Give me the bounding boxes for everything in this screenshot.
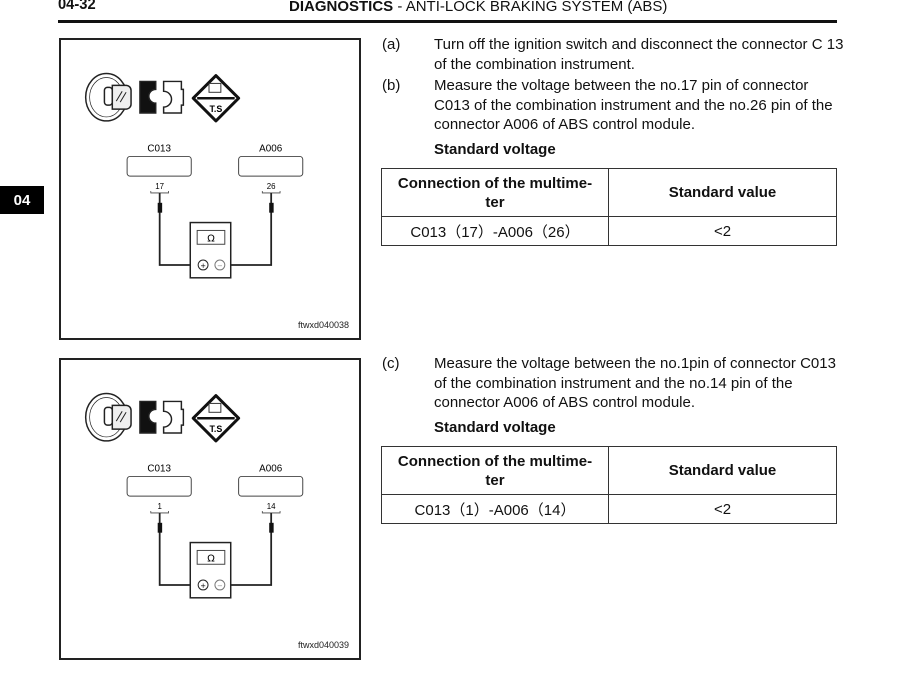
ts-label: T.S xyxy=(210,104,223,114)
column-header-value: Standard value xyxy=(608,168,837,217)
standard-voltage-heading: Standard voltage xyxy=(434,141,556,158)
wiring-diagram: T.S C013 A006 17 26 Ω + − xyxy=(84,72,304,279)
column-header-connection: Connection of the multime- ter xyxy=(381,446,609,495)
standard-voltage-table-1: Connection of the multime- ter Standard … xyxy=(381,168,837,246)
header-text: Connection of the multime- ter xyxy=(397,452,593,489)
header-text: Connection of the multime- ter xyxy=(397,174,593,211)
pin-left-bracket xyxy=(150,190,169,194)
pin-left-number: 1 xyxy=(157,502,161,511)
title-subject: - ANTI-LOCK BRAKING SYSTEM (ABS) xyxy=(393,0,668,15)
step-label: (b) xyxy=(382,77,401,94)
step-label: (c) xyxy=(382,355,400,372)
cell-value: <2 xyxy=(608,216,837,246)
multimeter-icon: Ω + − xyxy=(189,221,232,279)
cell-value: <2 xyxy=(608,494,837,524)
figure-id: ftwxd040038 xyxy=(297,320,349,330)
troubleshooting-manual-icon: T.S xyxy=(191,74,241,123)
pin-right-bracket xyxy=(261,190,281,194)
connector-left-body xyxy=(126,155,192,177)
column-header-value: Standard value xyxy=(608,446,837,495)
title-section: DIAGNOSTICS xyxy=(289,0,394,15)
table-row: C013（1）-A006（14） <2 xyxy=(381,494,837,524)
ohm-symbol: Ω xyxy=(207,233,215,244)
connector-left-label: C013 xyxy=(147,144,171,155)
page-number: 04-32 xyxy=(58,0,96,13)
connector-disconnect-icon xyxy=(139,400,185,434)
ignition-key-off-icon xyxy=(84,72,132,122)
pin-left-number: 17 xyxy=(155,182,164,191)
probe-wires xyxy=(158,192,273,266)
ignition-key-off-icon xyxy=(84,392,132,442)
step-label: (a) xyxy=(382,36,401,53)
probe-wires xyxy=(158,512,273,586)
figure-id: ftwxd040039 xyxy=(297,640,349,650)
step-text: Measure the voltage between the no.17 pi… xyxy=(434,77,833,133)
header-divider xyxy=(58,20,837,23)
minus-terminal: − xyxy=(217,582,223,590)
wiring-figure-2: T.S C013 A006 1 14 Ω + − ftwxd040039 xyxy=(59,358,361,660)
standard-voltage-table-2: Connection of the multime- ter Standard … xyxy=(381,446,837,524)
connector-right-label: A006 xyxy=(259,464,283,475)
cell-connection: C013（17）-A006（26） xyxy=(381,216,609,246)
troubleshooting-manual-icon: T.S xyxy=(191,394,241,443)
ohm-symbol: Ω xyxy=(207,553,215,564)
wiring-diagram: T.S C013 A006 1 14 Ω + − xyxy=(84,392,304,599)
connector-right-body xyxy=(238,155,304,177)
pin-right-bracket xyxy=(261,510,281,514)
minus-terminal: − xyxy=(217,262,223,270)
pin-right-number: 26 xyxy=(267,182,276,191)
step-text: Turn off the ignition switch and disconn… xyxy=(434,36,844,73)
probe-tip-left xyxy=(157,522,163,533)
connector-right-body xyxy=(238,475,304,497)
probe-tip-left xyxy=(157,202,163,213)
wiring-figure-1: T.S C013 A006 17 26 Ω + − ftwxd040038 xyxy=(59,38,361,340)
connector-left-body xyxy=(126,475,192,497)
connector-disconnect-icon xyxy=(139,80,185,114)
standard-voltage-heading: Standard voltage xyxy=(434,419,556,436)
probe-tip-right xyxy=(269,202,274,213)
connector-left-label: C013 xyxy=(147,464,171,475)
pin-right-number: 14 xyxy=(267,502,276,511)
table-row: C013（17）-A006（26） <2 xyxy=(381,216,837,246)
chapter-tab: 04 xyxy=(0,186,44,214)
page-title: DIAGNOSTICS - ANTI-LOCK BRAKING SYSTEM (… xyxy=(289,0,667,15)
plus-terminal: + xyxy=(200,582,206,590)
ts-label: T.S xyxy=(210,424,223,434)
connector-right-label: A006 xyxy=(259,144,283,155)
step-text: Measure the voltage between the no.1pin … xyxy=(434,355,836,411)
cell-connection: C013（1）-A006（14） xyxy=(381,494,609,524)
pin-left-bracket xyxy=(150,510,169,514)
multimeter-icon: Ω + − xyxy=(189,541,232,599)
probe-tip-right xyxy=(269,522,274,533)
column-header-connection: Connection of the multime- ter xyxy=(381,168,609,217)
plus-terminal: + xyxy=(200,262,206,270)
